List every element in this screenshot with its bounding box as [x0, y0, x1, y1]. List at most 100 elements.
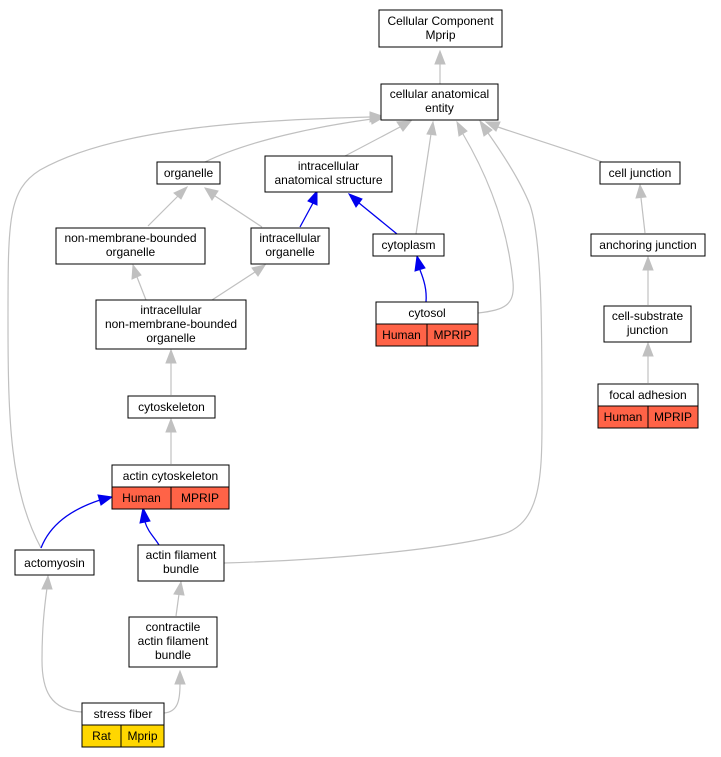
arrowhead [426, 120, 437, 136]
node-intracellular-organelle[interactable]: intracellular organelle [250, 227, 330, 265]
edge-cytoplasm-to-entity [415, 133, 432, 235]
node-actin-cytoskeleton[interactable]: actin cytoskeleton Human MPRIP [111, 464, 230, 510]
node-actomyosin-label: actomyosin [24, 556, 85, 570]
node-afb-line1: actin filament [146, 548, 217, 562]
node-cytoplasm[interactable]: cytoplasm [372, 233, 445, 257]
arrowhead [97, 494, 114, 506]
annotation-row-actin-cytoskeleton: Human MPRIP [111, 486, 230, 510]
node-organelle[interactable]: organelle [156, 161, 221, 185]
annotation-gene: MPRIP [433, 328, 471, 342]
edges-blue [40, 189, 427, 549]
arrowhead [173, 580, 185, 596]
node-stress-fiber[interactable]: stress fiber Rat Mprip [81, 702, 165, 748]
node-contractile-actin-filament-bundle[interactable]: contractile actin filament bundle [128, 616, 218, 668]
annotation-gene: Mprip [127, 729, 157, 743]
node-cytosol[interactable]: cytosol Human MPRIP [375, 301, 479, 347]
node-cae-line2: entity [425, 101, 454, 115]
edge-cytosol-to-entity [462, 133, 514, 314]
node-cell-substrate-junction[interactable]: cell-substrate junction [603, 305, 692, 343]
edge-organelle-to-entity [204, 118, 373, 163]
edge-cafb-to-afb [175, 593, 180, 617]
arrowhead [165, 417, 177, 433]
node-cafb-line2: actin filament [138, 634, 209, 648]
node-intracellular-anatomical-structure[interactable]: intracellular anatomical structure [264, 155, 393, 193]
annotation-species: Human [122, 491, 161, 505]
node-stress-fiber-label: stress fiber [94, 707, 153, 721]
node-non-membrane-bounded-organelle[interactable]: non-membrane-bounded organelle [55, 227, 206, 265]
arrowhead [369, 111, 384, 123]
node-cell-junction-label: cell junction [609, 166, 672, 180]
edge-inmbo-to-io [211, 271, 256, 301]
annotation-species: Human [382, 328, 421, 342]
edge-aj-to-cell-junction [640, 197, 646, 234]
arrowhead [139, 506, 151, 524]
arrowhead [414, 254, 426, 272]
node-inmbo-line2: non-membrane-bounded [105, 317, 237, 331]
node-anchoring-junction-label: anchoring junction [599, 238, 696, 252]
arrowhead [347, 193, 363, 208]
node-ias-line1: intracellular [298, 159, 359, 173]
arrowhead [456, 120, 468, 137]
node-focal-adhesion[interactable]: focal adhesion Human MPRIP [597, 383, 699, 429]
annotation-gene: MPRIP [654, 410, 692, 424]
node-nmbo-line1: non-membrane-bounded [64, 231, 196, 245]
arrowhead [307, 189, 318, 206]
arrowhead [203, 187, 219, 201]
edge-ias-to-entity [344, 126, 401, 157]
node-cytosol-label: cytosol [408, 306, 445, 320]
node-actomyosin[interactable]: actomyosin [14, 549, 95, 576]
edge-cytoplasm-to-ias [358, 202, 398, 235]
edge-actomyosin-to-entity [7, 116, 371, 549]
arrowhead [173, 185, 189, 200]
node-cae-line1: cellular anatomical [390, 87, 489, 101]
node-cafb-line3: bundle [155, 648, 191, 662]
node-inmbo-line1: intracellular [140, 303, 201, 317]
edge-io-to-ias [299, 202, 314, 228]
annotation-row-stress-fiber: Rat Mprip [81, 724, 165, 748]
annotation-row-cytosol: Human MPRIP [375, 323, 479, 347]
node-actin-filament-bundle[interactable]: actin filament bundle [137, 544, 225, 582]
node-io-line1: intracellular [259, 231, 320, 245]
node-cafb-line1: contractile [146, 620, 201, 634]
arrowhead [642, 255, 654, 271]
arrowhead [251, 264, 267, 277]
edge-afb-to-ac [144, 521, 160, 546]
arrowhead [635, 183, 647, 199]
arrowhead [479, 119, 493, 137]
node-inmbo-line3: organelle [146, 331, 196, 345]
annotation-species: Rat [92, 729, 111, 743]
arrowhead [131, 263, 142, 280]
node-focal-adhesion-label: focal adhesion [609, 388, 686, 402]
arrowhead [396, 120, 413, 132]
node-ias-line2: anatomical structure [274, 173, 382, 187]
arrowhead [484, 121, 501, 132]
node-io-line2: organelle [265, 245, 315, 259]
edge-afb-to-entity [223, 132, 543, 564]
node-cytoskeleton-label: cytoskeleton [138, 400, 205, 414]
arrowhead [165, 348, 177, 364]
node-cytoplasm-label: cytoplasm [381, 238, 435, 252]
arrowhead [174, 669, 186, 685]
node-root[interactable]: Cellular Component Mprip [378, 9, 503, 48]
edge-io-to-organelle [214, 195, 263, 228]
arrowhead [642, 341, 654, 357]
node-anchoring-junction[interactable]: anchoring junction [590, 233, 706, 257]
node-organelle-label: organelle [164, 166, 214, 180]
arrowhead [434, 49, 446, 65]
annotation-gene: MPRIP [181, 491, 219, 505]
node-cellular-anatomical-entity[interactable]: cellular anatomical entity [380, 83, 499, 121]
node-actin-cytoskeleton-label: actin cytoskeleton [123, 469, 218, 483]
node-cytoskeleton[interactable]: cytoskeleton [127, 395, 216, 419]
node-intracellular-nmb-organelle[interactable]: intracellular non-membrane-bounded organ… [95, 299, 247, 350]
node-nmbo-line2: organelle [106, 245, 156, 259]
nodes: Cellular Component Mprip cellular anatom… [14, 9, 706, 748]
arrowhead [41, 574, 53, 590]
node-root-line1: Cellular Component [387, 14, 494, 28]
node-root-line2: Mprip [425, 28, 455, 42]
node-cell-junction[interactable]: cell junction [599, 161, 681, 185]
edge-actomyosin-to-ac [40, 499, 101, 549]
edge-nmbo-to-organelle [147, 195, 179, 227]
edge-sf-to-cafb [163, 683, 181, 714]
node-csj-line2: junction [626, 323, 668, 337]
